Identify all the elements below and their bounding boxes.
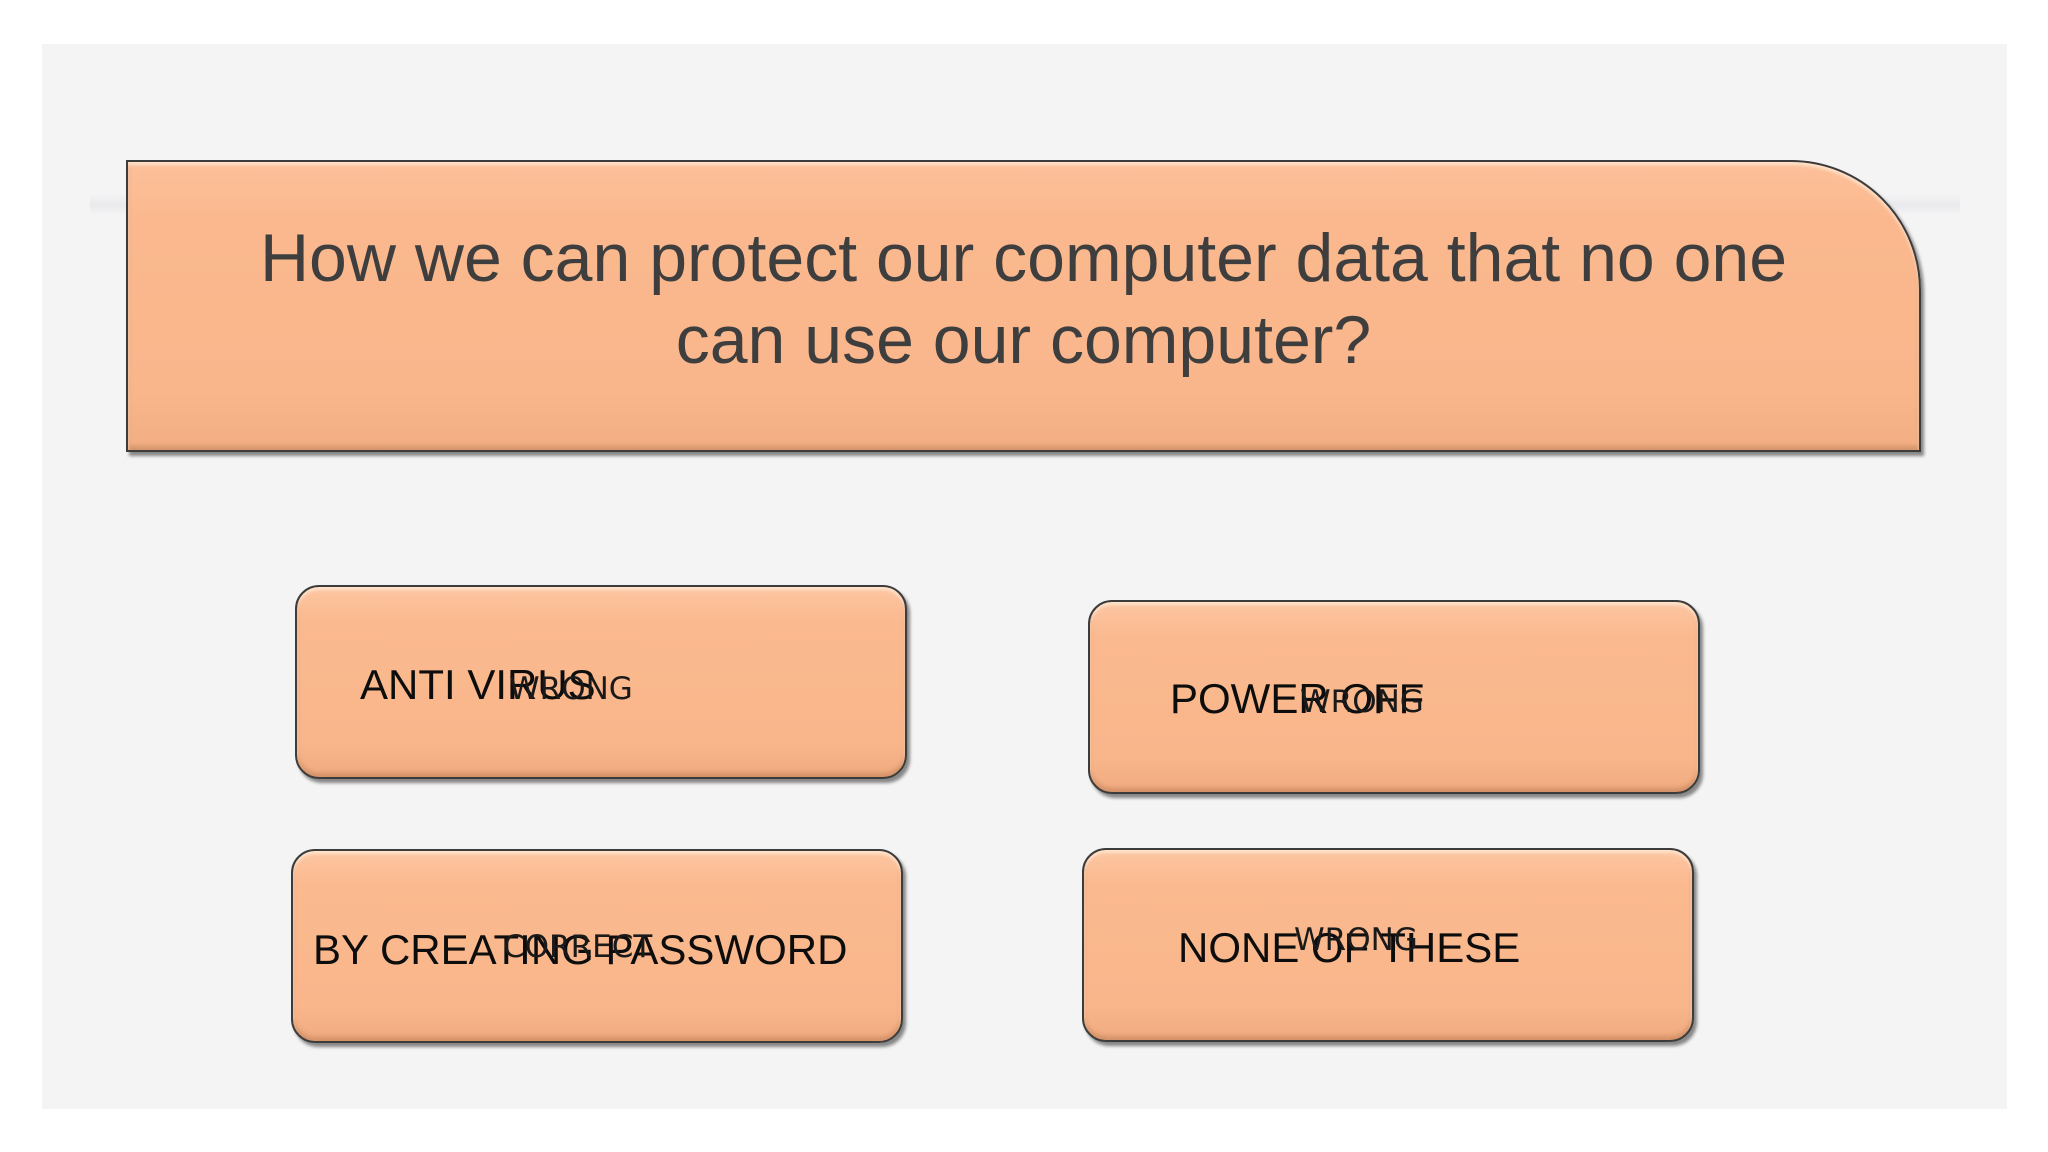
question-line-2: can use our computer? — [675, 302, 1372, 378]
answer-feedback: WRONG — [1300, 684, 1424, 720]
question-text: How we can protect our computer data tha… — [208, 217, 1839, 381]
answer-feedback: WRONG — [509, 671, 633, 707]
answer-button-none-of-these[interactable]: NONE OF THESE WRONG — [1082, 848, 1694, 1042]
answer-label: POWER OFF — [1170, 675, 1425, 722]
answer-feedback: WRONG — [1294, 922, 1418, 958]
answer-feedback: CORRECT — [503, 929, 653, 965]
answer-label: ANTI VIRUS — [360, 661, 596, 708]
question-line-1: How we can protect our computer data tha… — [259, 220, 1788, 296]
answer-button-power-off[interactable]: POWER OFF WRONG — [1088, 600, 1700, 794]
question-box: How we can protect our computer data tha… — [126, 160, 1921, 452]
answer-label: NONE OF THESE — [1178, 924, 1521, 971]
answer-label: BY CREATING PASSWORD — [313, 926, 848, 973]
answer-button-anti-virus[interactable]: ANTI VIRUS WRONG — [295, 585, 907, 779]
answer-button-by-creating-password[interactable]: BY CREATING PASSWORD CORRECT — [291, 849, 903, 1043]
